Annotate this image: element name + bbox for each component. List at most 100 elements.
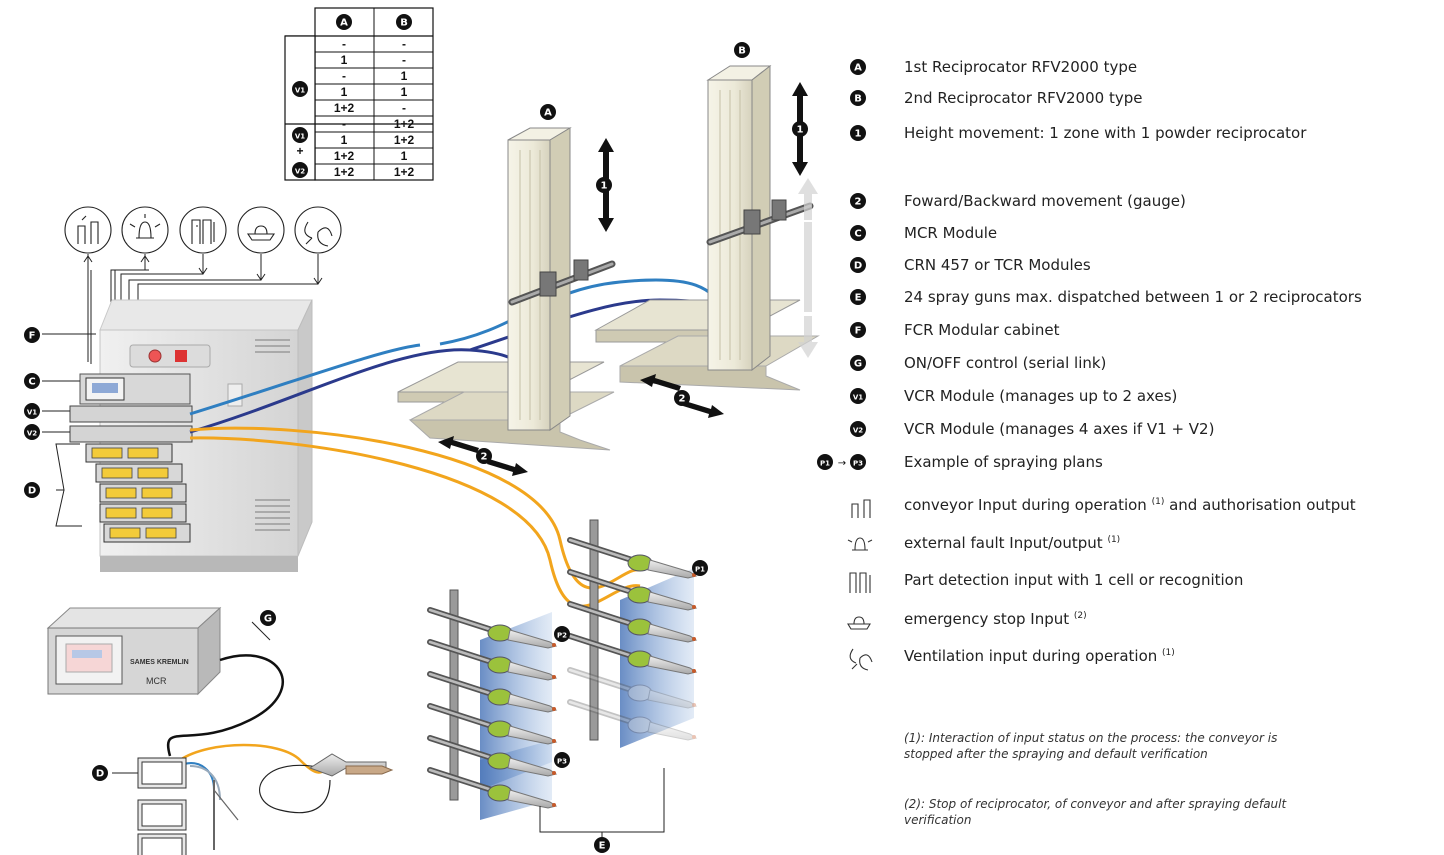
bell-icon <box>847 537 873 551</box>
callout-gauge-a-label: 2 <box>481 452 488 463</box>
legend-badge: G <box>850 355 866 371</box>
legend-arrow: → <box>838 458 846 469</box>
fan-icon <box>294 206 342 254</box>
legend-text-main: external fault Input/output <box>904 534 1107 552</box>
spray-gun <box>567 569 698 611</box>
callout-g-label: G <box>264 614 272 625</box>
callout-v1-label: V1 <box>27 409 37 417</box>
table-cell: 1 <box>401 149 408 163</box>
reciprocator-b <box>594 64 820 391</box>
legend-badge-label: 1 <box>855 129 862 140</box>
legend-text-main: 2nd Reciprocator RFV2000 type <box>904 89 1142 107</box>
table-group-plus: + <box>296 144 303 158</box>
callout-p1: P1 <box>692 560 708 576</box>
legend-text: VCR Module (manages 4 axes if V1 + V2) <box>904 420 1214 438</box>
reciprocator-a <box>397 127 616 451</box>
legend-item: G ON/OFF control (serial link) <box>850 354 1106 372</box>
legend-text: FCR Modular cabinet <box>904 321 1060 339</box>
callout-p3-label: P3 <box>557 758 567 766</box>
table-cell: - <box>342 69 346 83</box>
legend-badge-p1-label: P1 <box>820 460 830 468</box>
table-group-v1: V1 <box>292 81 308 97</box>
legend-text: VCR Module (manages up to 2 axes) <box>904 387 1177 405</box>
table-cell: - <box>402 53 406 67</box>
table-cell: 1+2 <box>394 165 415 179</box>
legend-item: E 24 spray guns max. dispatched between 1… <box>850 288 1362 306</box>
footnote-line: (1): Interaction of input status on the … <box>904 731 1277 745</box>
legend-text-main: FCR Modular cabinet <box>904 321 1060 339</box>
callout-p2: P2 <box>554 626 570 642</box>
legend-text: Foward/Backward movement (gauge) <box>904 192 1186 210</box>
callout-f-label: F <box>29 331 36 342</box>
legend-text: Height movement: 1 zone with 1 powder re… <box>904 124 1307 142</box>
legend-badge-p1: P1 <box>817 454 833 470</box>
legend-text-main: conveyor Input during operation <box>904 496 1152 514</box>
legend-text: CRN 457 or TCR Modules <box>904 256 1091 274</box>
legend-text: 1st Reciprocator RFV2000 type <box>904 58 1137 76</box>
legend-item: 1 Height movement: 1 zone with 1 powder r… <box>850 124 1307 142</box>
legend-item: V2 VCR Module (manages 4 axes if V1 + V2) <box>850 420 1214 438</box>
legend-badge-p3: P3 <box>850 454 866 470</box>
legend-footnote-ref: (1) <box>1162 648 1175 658</box>
legend-badge: E <box>850 289 866 305</box>
table-cell: 1+2 <box>334 101 355 115</box>
spray-gun <box>427 735 558 777</box>
spray-gun <box>427 671 558 713</box>
gun-racks <box>427 519 698 838</box>
legend-badge: A <box>850 59 866 75</box>
callout-gauge-b: 2 <box>674 390 690 406</box>
footnotes: (1): Interaction of input status on the … <box>904 731 1287 827</box>
legend-badge: 1 <box>850 125 866 141</box>
legend-text: ON/OFF control (serial link) <box>904 354 1106 372</box>
callout-e-label: E <box>599 841 606 852</box>
legend-badge: B <box>850 90 866 106</box>
legend-text-main: ON/OFF control (serial link) <box>904 354 1106 372</box>
mcr-device: SAMES KREMLIN MCR <box>46 606 222 696</box>
legend-text: 24 spray guns max. dispatched between 1 … <box>904 288 1362 306</box>
callout-a-label: A <box>544 108 552 119</box>
legend-badge-label: G <box>854 359 862 370</box>
callout-height-a-label: 1 <box>601 181 608 192</box>
legend-item: external fault Input/output (1) <box>847 534 1120 552</box>
legend-text-main: Height movement: 1 zone with 1 powder re… <box>904 124 1307 142</box>
legend-badge-p3-label: P3 <box>853 460 863 468</box>
legend-badge-label: A <box>854 63 862 74</box>
bell-icon <box>121 206 169 254</box>
field-cables <box>112 621 394 855</box>
legend-text-main: emergency stop Input <box>904 610 1074 628</box>
legend-badge: V1 <box>850 388 866 404</box>
callout-d-field: D <box>92 765 108 781</box>
callout-height-b: 1 <box>792 121 808 137</box>
legend-badge-label: B <box>854 94 862 105</box>
footnote-line: verification <box>904 813 971 827</box>
spray-gun <box>427 767 558 809</box>
table-cell: 1+2 <box>334 165 355 179</box>
legend-item: A 1st Reciprocator RFV2000 type <box>850 58 1137 76</box>
legend-badge-label: F <box>855 326 862 337</box>
callout-b-label: B <box>738 46 746 57</box>
table-header-b: B <box>396 14 412 30</box>
legend-text-main: 1st Reciprocator RFV2000 type <box>904 58 1137 76</box>
spray-gun <box>567 601 698 643</box>
callout-height-b-label: 1 <box>797 125 804 136</box>
table-cell: 1+2 <box>394 117 415 131</box>
input-icons-row <box>64 206 342 374</box>
spray-gun <box>427 639 558 681</box>
device-model: MCR <box>146 676 167 686</box>
callout-gauge-a: 2 <box>476 448 492 464</box>
spray-gun <box>567 667 698 709</box>
emergency-stop-icon <box>847 616 871 630</box>
legend-footnote-ref: (1) <box>1152 497 1165 507</box>
table-header-b-label: B <box>400 18 408 29</box>
legend-badge: V2 <box>850 421 866 437</box>
table-cell: - <box>342 117 346 131</box>
legend-badge-label: C <box>854 229 861 240</box>
device-brand: SAMES KREMLIN <box>130 659 189 666</box>
callout-d: D <box>24 482 40 498</box>
legend-text-main: VCR Module (manages up to 2 axes) <box>904 387 1177 405</box>
